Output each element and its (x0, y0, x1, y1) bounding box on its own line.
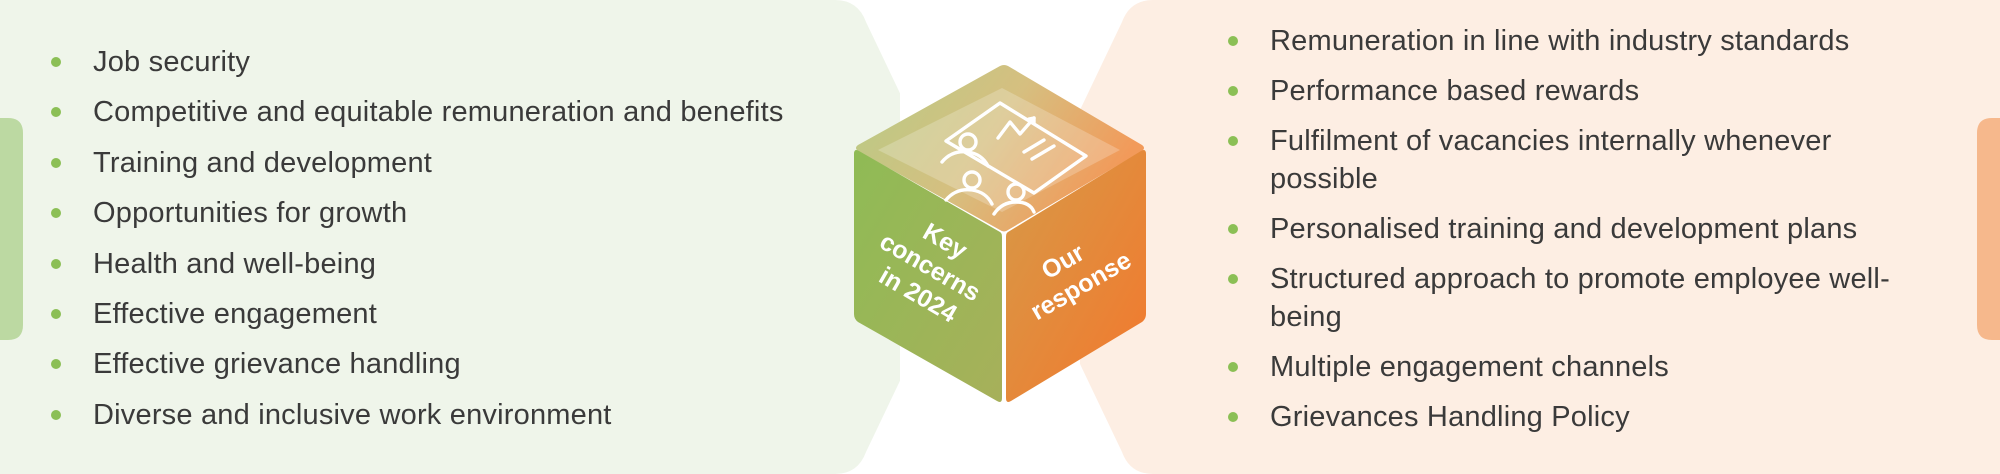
bullet-icon (51, 107, 61, 118)
our-response-panel: Remuneration in line with industry stand… (1080, 0, 2000, 474)
our-response-list: Remuneration in line with industry stand… (1228, 22, 1920, 448)
list-item: Competitive and equitable remuneration a… (51, 93, 784, 131)
list-item: Multiple engagement channels (1228, 348, 1920, 386)
bullet-icon (51, 359, 61, 370)
bullet-icon (1228, 224, 1238, 234)
list-item: Performance based rewards (1228, 72, 1920, 110)
list-item: Diverse and inclusive work environment (51, 396, 784, 434)
key-concerns-panel-shape (0, 0, 900, 474)
concerns-response-cube: Key concerns in 2024 Our response (854, 65, 1146, 402)
bullet-icon (51, 208, 61, 219)
cube-right-face (1006, 150, 1146, 402)
cube-top-face (856, 65, 1144, 232)
bullet-icon (51, 157, 61, 168)
bullet-icon (1228, 86, 1238, 96)
right-accent-tab (1977, 118, 2000, 340)
list-item: Personalised training and development pl… (1228, 210, 1920, 248)
people-discussion-icon (940, 101, 1088, 216)
list-item: Grievances Handling Policy (1228, 398, 1920, 436)
list-item: Job security (51, 43, 784, 81)
key-concerns-list: Job security Competitive and equitable r… (51, 43, 784, 446)
bullet-icon (51, 57, 61, 67)
bullet-icon (1228, 362, 1238, 372)
our-response-panel-shape (1080, 0, 2000, 474)
key-concerns-panel: Job security Competitive and equitable r… (0, 0, 900, 474)
list-item: Health and well-being (51, 245, 784, 283)
list-item: Opportunities for growth (51, 194, 784, 232)
list-item: Fulfilment of vacancies internally whene… (1228, 122, 1910, 198)
list-item: Structured approach to promote employee … (1228, 260, 1910, 336)
cube-left-face (854, 150, 1002, 402)
bullet-icon (1228, 274, 1238, 284)
left-accent-tab (0, 118, 23, 340)
list-item: Effective engagement (51, 295, 784, 333)
list-item: Effective grievance handling (51, 345, 784, 383)
list-item: Remuneration in line with industry stand… (1228, 22, 1920, 60)
bullet-icon (1228, 412, 1238, 422)
bullet-icon (51, 409, 61, 420)
list-item: Training and development (51, 144, 784, 182)
bullet-icon (1228, 36, 1238, 46)
bullet-icon (51, 308, 61, 319)
bullet-icon (51, 258, 61, 269)
bullet-icon (1228, 136, 1238, 146)
